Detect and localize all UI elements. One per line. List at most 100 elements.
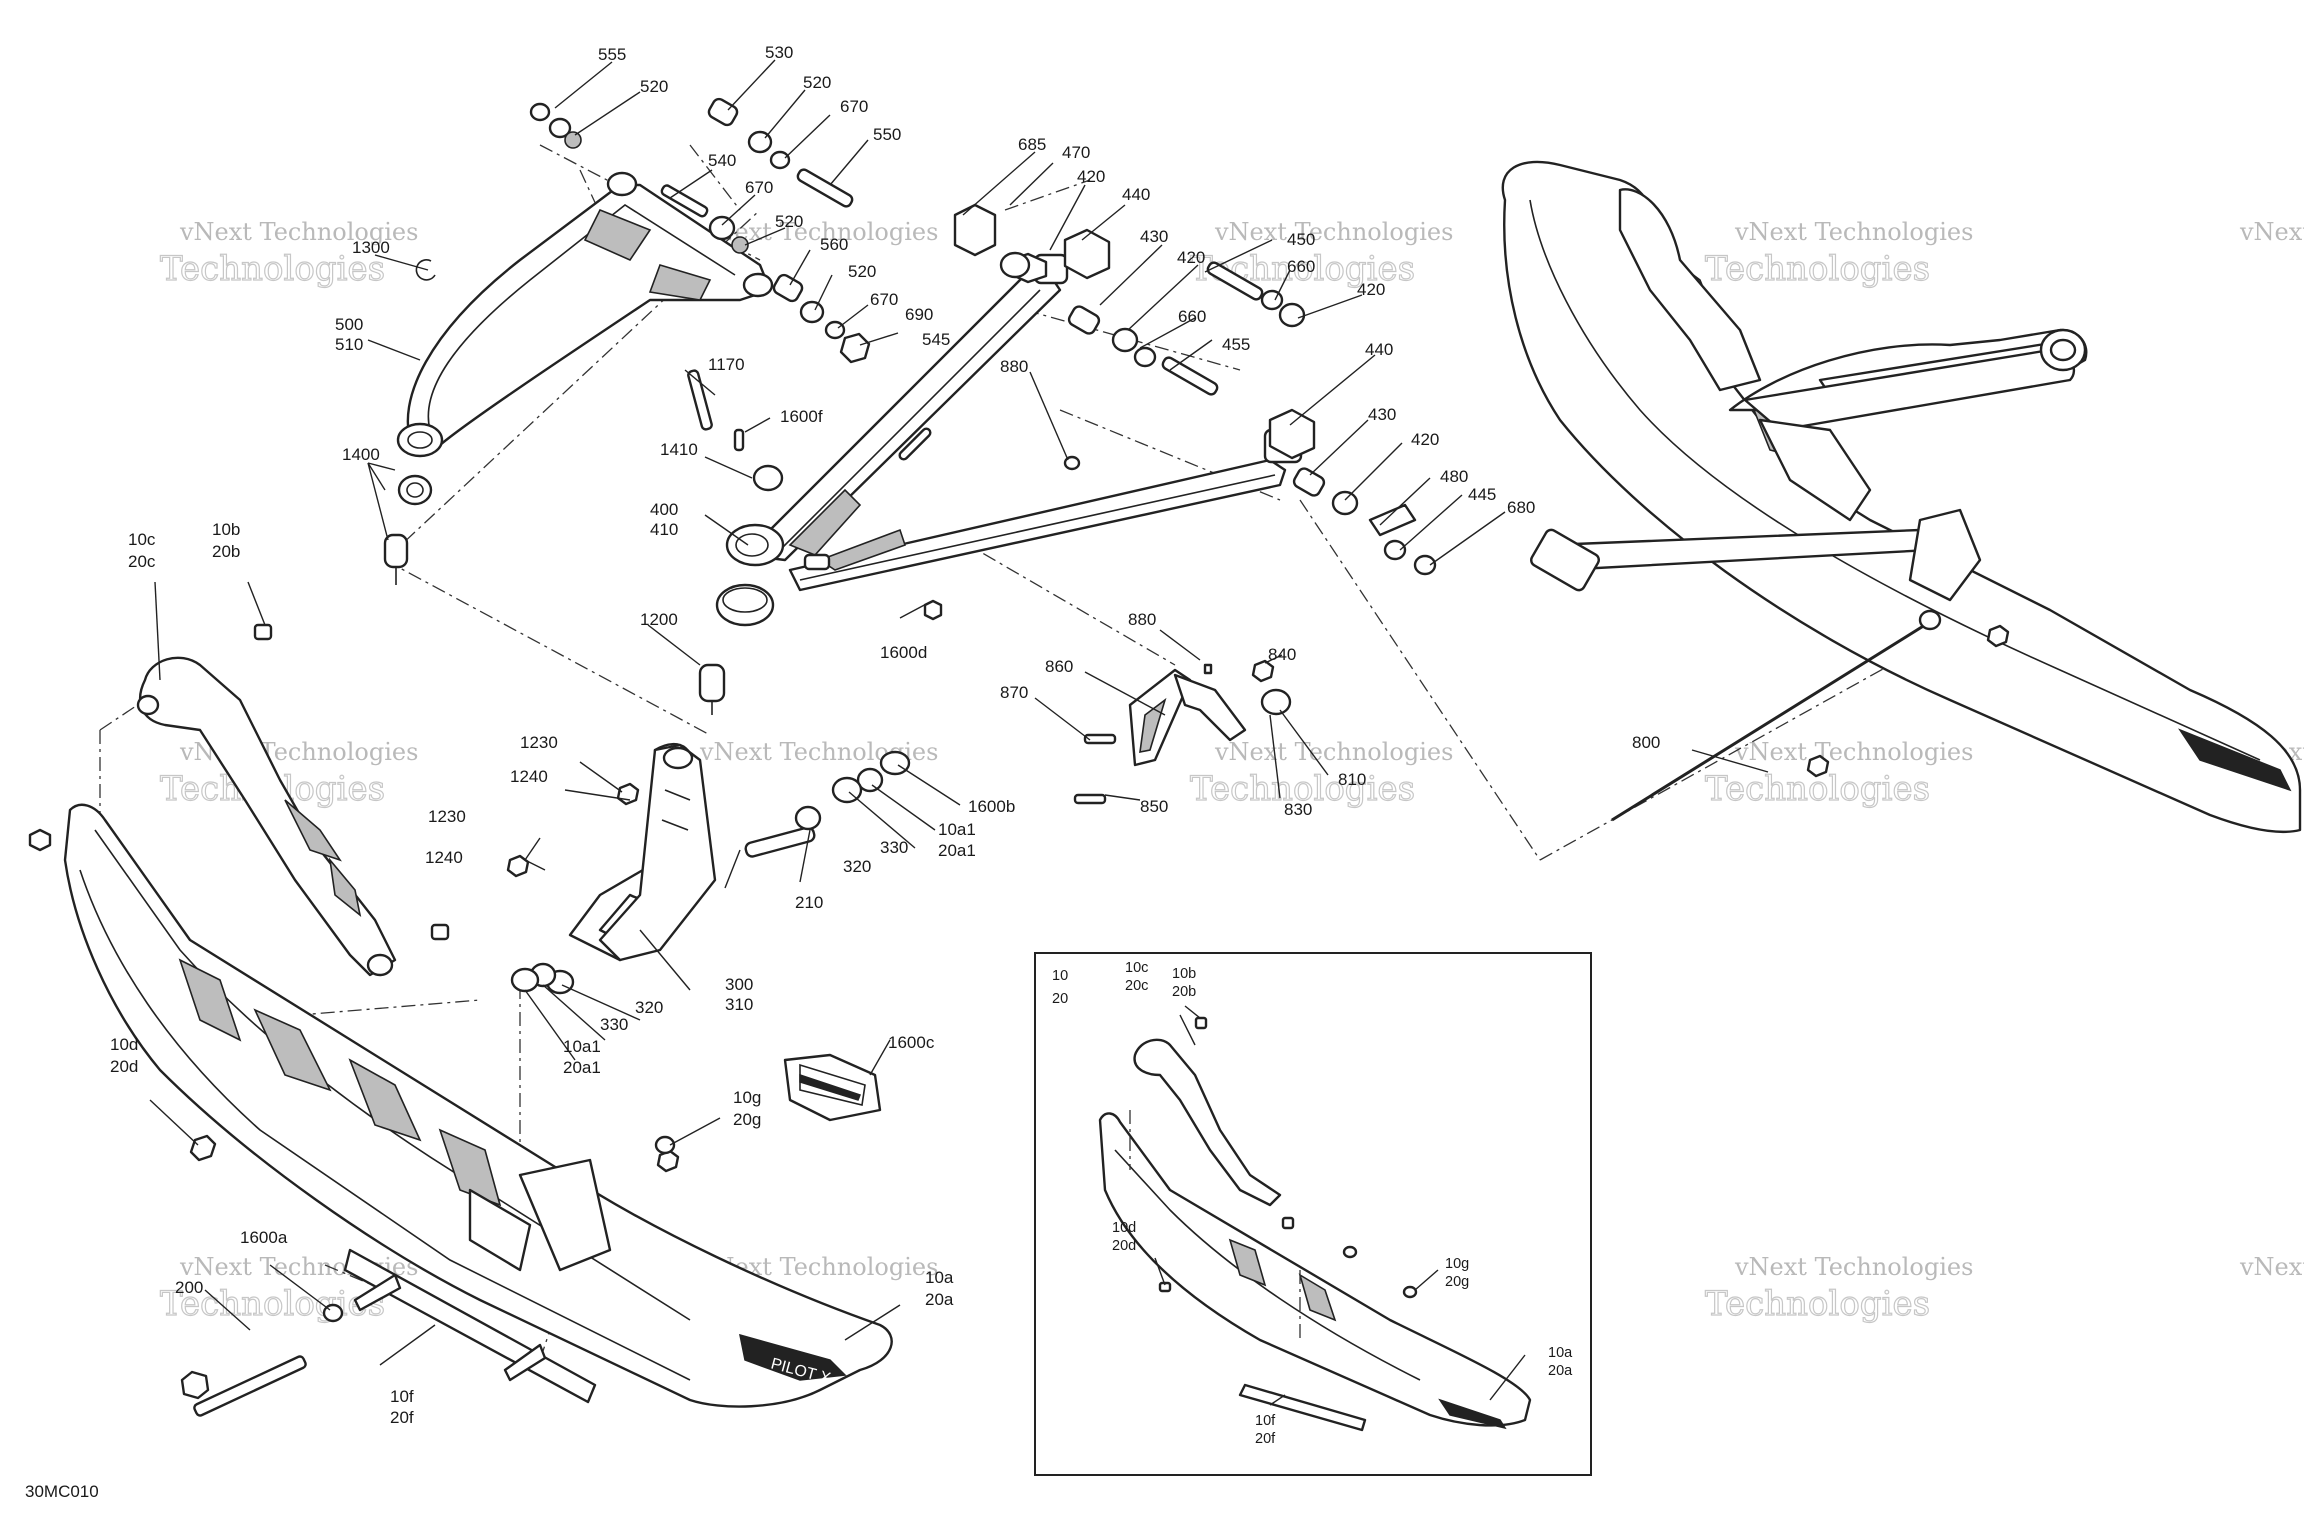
- callout-label: 10b: [212, 520, 240, 539]
- callout-label: 520: [640, 77, 668, 96]
- callout-label: 560: [820, 235, 848, 254]
- callout-label: 440: [1122, 185, 1150, 204]
- callout-label: 880: [1000, 357, 1028, 376]
- callout-label: 860: [1045, 657, 1073, 676]
- inset-label: 20d: [1112, 1238, 1136, 1254]
- callout-label: 510: [335, 335, 363, 354]
- callout-label: 550: [873, 125, 901, 144]
- callout-label: 1170: [708, 355, 745, 374]
- callout-label: 10a1: [938, 820, 976, 839]
- callout-label: 1230: [428, 807, 466, 826]
- callout-label: 545: [922, 330, 950, 349]
- ski-handle: [136, 623, 450, 977]
- watermark-text: Technologies: [160, 1284, 385, 1324]
- callout-label: 20a: [925, 1290, 954, 1309]
- callout-label: 500: [335, 315, 363, 334]
- callout-label: 420: [1411, 430, 1439, 449]
- callout-label: 690: [905, 305, 933, 324]
- diagram-code: 30MC010: [25, 1482, 99, 1501]
- callout-label: 1600d: [880, 643, 927, 662]
- callout-label: 1240: [510, 767, 548, 786]
- lower-a-arm: [687, 253, 1303, 592]
- callout-label: 10d: [110, 1035, 138, 1054]
- watermark-text: vNext Technologies: [1214, 738, 1453, 766]
- callout-label: 870: [1000, 683, 1028, 702]
- inset-panel: [1034, 952, 1592, 1476]
- callout-label: 20b: [212, 542, 240, 561]
- inset-label: 20a: [1548, 1363, 1573, 1379]
- callout-label: 520: [803, 73, 831, 92]
- callout-label: 20a1: [938, 841, 976, 860]
- callout-label: 830: [1284, 800, 1312, 819]
- watermark-text: vNext Technologies: [2239, 218, 2304, 246]
- inset-label: 10b: [1172, 966, 1196, 982]
- inset-label: 10a: [1548, 1345, 1573, 1361]
- watermark-text: vNext Technologies: [1734, 218, 1973, 246]
- callout-label: 800: [1632, 733, 1660, 752]
- callout-label: 1600b: [968, 797, 1015, 816]
- callout-label: 480: [1440, 467, 1468, 486]
- callout-label: 450: [1287, 230, 1315, 249]
- callout-labels: 555 520 530 520 670 550 540 670 520 560 …: [110, 43, 1660, 1427]
- watermark-text: vNext Technologies: [2239, 1253, 2304, 1281]
- watermark-text: Technologies: [160, 249, 385, 289]
- ski-carbide: [343, 1248, 597, 1404]
- callout-label: 1300: [352, 238, 390, 257]
- callout-label: 1230: [520, 733, 558, 752]
- callout-label: 320: [843, 857, 871, 876]
- upper-a-arm: [396, 171, 774, 458]
- callout-label: 310: [725, 995, 753, 1014]
- inset-label: 20f: [1255, 1431, 1276, 1447]
- callout-label: 330: [600, 1015, 628, 1034]
- callout-label: 1600c: [888, 1033, 935, 1052]
- inset-label: 10g: [1445, 1256, 1469, 1272]
- inset-label: 10c: [1125, 960, 1148, 976]
- callout-label: 520: [775, 212, 803, 231]
- callout-label: 410: [650, 520, 678, 539]
- callout-label: 1400: [342, 445, 380, 464]
- callout-label: 10g: [733, 1088, 761, 1107]
- ball-joint-socket: [396, 422, 444, 458]
- watermark-text: Technologies: [1705, 1284, 1930, 1324]
- callout-label: 670: [870, 290, 898, 309]
- inset-labels: 10 20 10c 20c 10b 20b 10d 20d 10g 20g 10…: [1052, 960, 1573, 1447]
- ski-bolt: [180, 1135, 676, 1417]
- callout-label: 685: [1018, 135, 1046, 154]
- callout-label: 20a1: [563, 1058, 601, 1077]
- callout-label: 10c: [128, 530, 156, 549]
- callout-label: 400: [650, 500, 678, 519]
- callout-label: 420: [1357, 280, 1385, 299]
- callout-label: 430: [1140, 227, 1168, 246]
- assembled-view: [1501, 160, 2302, 834]
- callout-label: 680: [1507, 498, 1535, 517]
- callout-label: 430: [1368, 405, 1396, 424]
- callout-label: 1200: [640, 610, 678, 629]
- watermark-text: vNext Technologies: [1214, 218, 1453, 246]
- lower-ball-joint-socket: [725, 523, 785, 567]
- callout-label: 455: [1222, 335, 1250, 354]
- ball-joint-parts: [383, 474, 775, 715]
- upper-arm-hardware: [415, 97, 871, 364]
- callout-label: 850: [1140, 797, 1168, 816]
- inset-label: 10: [1052, 968, 1068, 984]
- steering-arm: [1073, 659, 1292, 805]
- inset-label: 10d: [1112, 1220, 1136, 1236]
- callout-label: 300: [725, 975, 753, 994]
- inset-label: 20: [1052, 991, 1068, 1007]
- callout-label: 1600f: [780, 407, 823, 426]
- callout-label: 470: [1062, 143, 1090, 162]
- callout-label: 840: [1268, 645, 1296, 664]
- callout-label: 660: [1178, 307, 1206, 326]
- callout-label: 10a1: [563, 1037, 601, 1056]
- callout-label: 10f: [390, 1387, 414, 1406]
- watermark-text: Technologies: [1190, 769, 1415, 809]
- lower-arm-hardware: [733, 203, 1437, 621]
- callout-label: 420: [1077, 167, 1105, 186]
- callout-label: 1240: [425, 848, 463, 867]
- callout-label: 420: [1177, 248, 1205, 267]
- callout-label: 670: [840, 97, 868, 116]
- callout-label: 880: [1128, 610, 1156, 629]
- callout-label: 440: [1365, 340, 1393, 359]
- leader-lines: [149, 59, 1769, 1406]
